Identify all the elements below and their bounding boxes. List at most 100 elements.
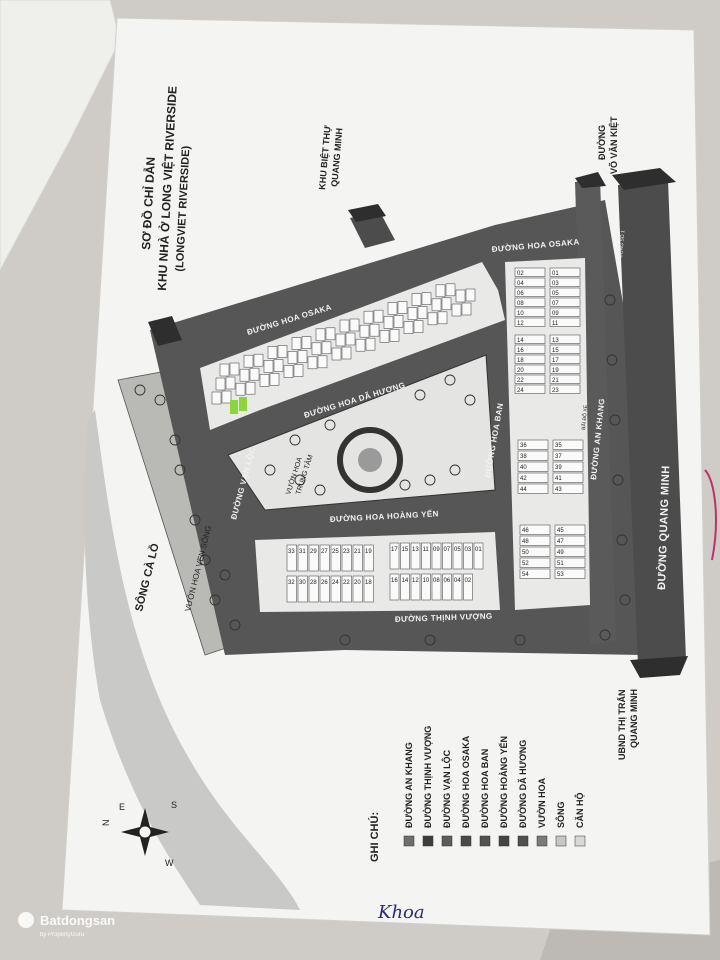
upper-lot [239, 368, 250, 382]
compass-e: E [119, 802, 125, 812]
bottom-left-row1-lot [319, 544, 330, 572]
tree-icon [449, 464, 461, 476]
upper-lot [365, 337, 376, 351]
right-h-lot-number: 51 [557, 561, 564, 567]
right-d-lot [549, 344, 581, 354]
bottom-mid-row2-lot-number: 04 [454, 578, 461, 584]
bottom-mid-row1-lot-number: 09 [433, 547, 440, 553]
direction-vo-van-kiet-2: VÕ VĂN KIỆT [608, 116, 619, 174]
right-d-lot-number: 19 [552, 368, 559, 374]
bottom-mid-row2-lot [442, 573, 452, 601]
direction-ubnd-1: UBND THỊ TRẤN [617, 690, 627, 761]
right-a-lot [514, 277, 546, 287]
bottom-mid-row1-lot [410, 542, 421, 570]
upper-lot [451, 303, 462, 317]
right-b-lot-number: 11 [552, 321, 559, 327]
right-f-lot-number: 41 [555, 476, 562, 482]
upper-lot [427, 312, 438, 326]
right-c-lot [514, 374, 546, 384]
road-arrow-top [612, 168, 676, 190]
road-arrow-an-khang [575, 172, 606, 188]
bottom-mid-row2-lot-number: 12 [412, 578, 419, 584]
bottom-left-row1-lot [286, 544, 297, 572]
tree-icon [612, 474, 624, 486]
tree-icon [199, 554, 211, 566]
direction-vo-van-kiet: ĐƯỜNG VÕ VĂN KIỆT [596, 116, 619, 174]
right-a-lot-number: 02 [517, 271, 524, 277]
right-a-lot [514, 297, 546, 307]
right-h-lot-number: 53 [557, 572, 564, 578]
label-bai-do-xe: BÃI ĐỖ XE [580, 404, 589, 430]
bottom-left-row2-lot [297, 575, 308, 603]
bottom-mid-row1-lot [431, 542, 442, 570]
tree-icon [444, 374, 456, 386]
direction-vo-van-kiet-1: ĐƯỜNG [596, 125, 607, 160]
right-f-lot [552, 472, 584, 483]
right-b-lot-number: 05 [552, 291, 559, 297]
right-b-lot-number: 03 [552, 281, 559, 287]
upper-lot [229, 362, 240, 376]
upper-lot [277, 345, 288, 358]
bottom-mid-row2-lot-number: 08 [433, 578, 440, 584]
tree-icon [169, 434, 181, 446]
right-c-lot-number: 24 [517, 388, 524, 394]
upper-lot [435, 284, 446, 298]
bottom-mid-row2-lot [421, 573, 431, 601]
right-e-lot-number: 36 [520, 443, 527, 449]
tree-icon [229, 619, 241, 631]
upper-lot [441, 297, 452, 311]
bottom-left-row2-lot-number: 30 [299, 580, 306, 586]
legend-label: CĂN HỘ [574, 793, 585, 829]
right-g-lot-number: 46 [522, 528, 529, 534]
right-d-lot-number: 13 [552, 338, 559, 344]
legend-swatch [574, 835, 586, 847]
upper-lot [283, 365, 294, 378]
road-arrow-villas [348, 204, 386, 222]
tree-icon [209, 594, 221, 606]
right-h-lot [554, 557, 586, 568]
bottom-mid-row2-lot-number: 06 [444, 578, 451, 584]
bottom-left-row2-lot [286, 575, 297, 603]
right-c-lot [514, 384, 546, 394]
legend-label: ĐƯỜNG HOA OSAKA [460, 735, 471, 828]
upper-lot [215, 377, 226, 391]
upper-lot [369, 323, 380, 337]
tree-icon [604, 294, 616, 306]
bottom-left-row2-lot [319, 575, 330, 603]
upper-lot [225, 376, 236, 390]
right-c-lot [514, 364, 546, 374]
bottom-mid-row1-lot-number: 11 [423, 547, 430, 553]
bottom-left-row1-lot-number: 29 [310, 549, 317, 555]
bottom-mid-row1-lot [421, 542, 431, 570]
bottom-mid-row1-lot-number: 03 [465, 547, 472, 553]
right-e-lot-number: 38 [520, 454, 527, 460]
garden-trees [134, 294, 631, 646]
upper-lot [211, 391, 222, 405]
bottom-mid-row2-lot-number: 02 [465, 578, 472, 584]
bottom-mid-row1-lot [463, 542, 473, 570]
right-h-lot-number: 45 [557, 528, 564, 534]
upper-lot [389, 329, 400, 342]
compass-w: W [165, 858, 174, 868]
right-b-lot [549, 317, 581, 327]
upper-lot [345, 332, 356, 346]
bottom-left-row2-lot-number: 20 [354, 580, 361, 586]
tree-icon [289, 434, 301, 446]
legend-swatch [403, 835, 415, 847]
legend-label: ĐƯỜNG VẠN LỘC [441, 749, 452, 828]
bottom-left-row1-lot-number: 19 [365, 549, 372, 555]
right-e-lot [517, 450, 549, 461]
bottom-mid-row1-lot [389, 542, 400, 570]
bottom-mid-row2-lot-number: 16 [391, 578, 398, 584]
right-a-lot [514, 287, 546, 297]
bottom-left-row2-lot-number: 18 [365, 580, 372, 586]
upper-lot [315, 328, 326, 342]
bottom-mid-row1-lot-number: 15 [402, 547, 409, 553]
bottom-left-row2-lot [363, 575, 374, 603]
bottom-mid-row1-lot [452, 542, 463, 570]
legend-swatch [536, 835, 548, 847]
right-f-lot [552, 450, 584, 461]
right-g-lot [519, 546, 551, 557]
upper-lot [339, 319, 350, 333]
